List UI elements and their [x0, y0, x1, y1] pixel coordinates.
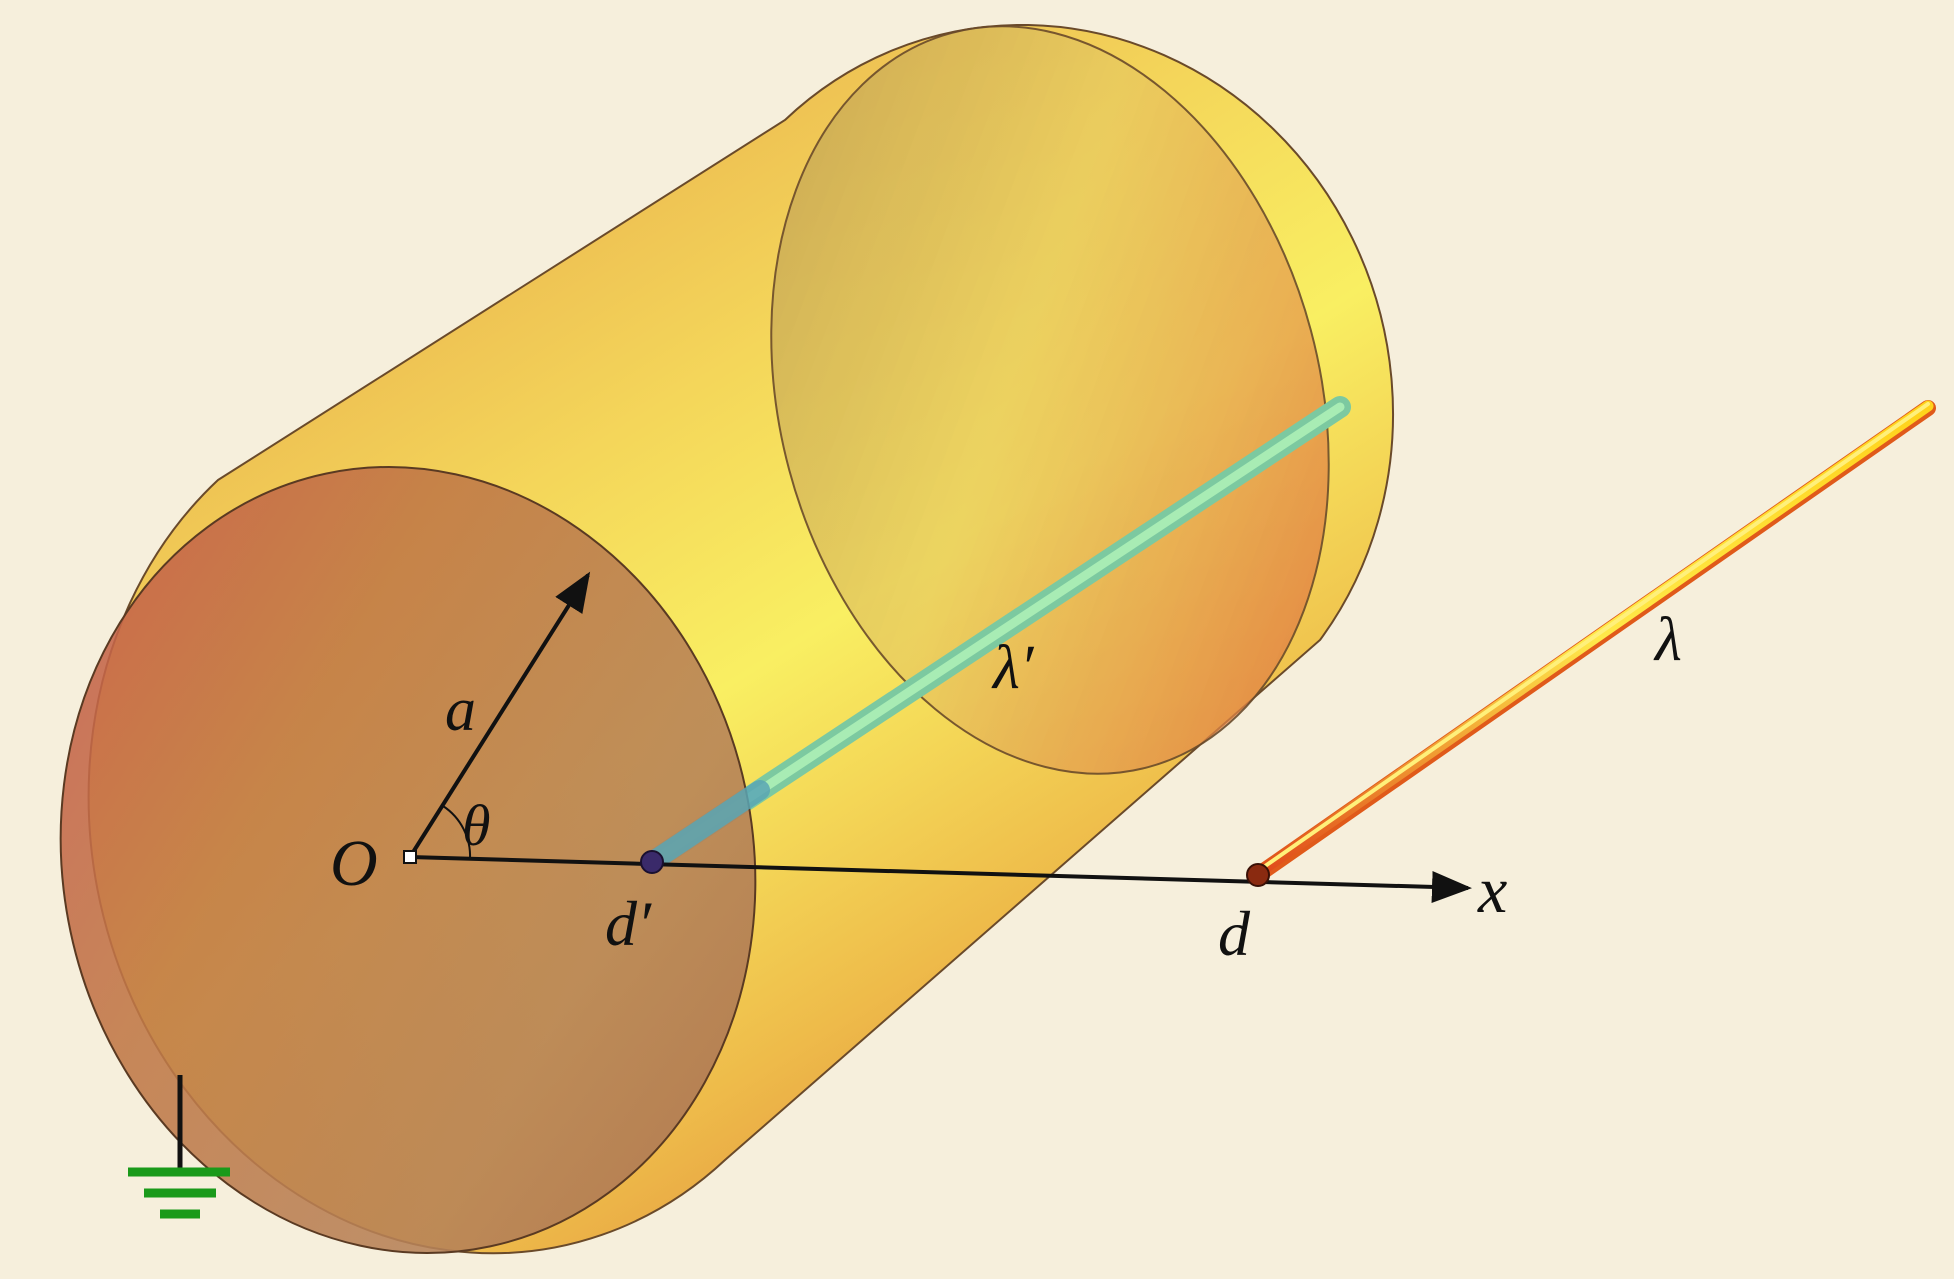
- line-point: [1246, 863, 1270, 887]
- x-axis: [409, 855, 1472, 903]
- axis-label: x: [1477, 854, 1507, 927]
- cylinder-back-face: [770, 25, 1330, 775]
- image-point: [640, 850, 664, 874]
- line-position-label: d: [1218, 898, 1251, 969]
- image-position-label: d′: [605, 888, 652, 959]
- angle-label: θ: [462, 793, 491, 858]
- radius-vector: [408, 571, 591, 859]
- origin-point: [403, 850, 417, 864]
- line-charge-label: λ: [1653, 606, 1682, 674]
- radius-label: a: [445, 676, 476, 744]
- ground-symbol-icon: [128, 1075, 230, 1219]
- image-charge-label: λ′: [991, 634, 1035, 702]
- origin-label: O: [330, 827, 378, 900]
- angle-arc: [442, 805, 472, 860]
